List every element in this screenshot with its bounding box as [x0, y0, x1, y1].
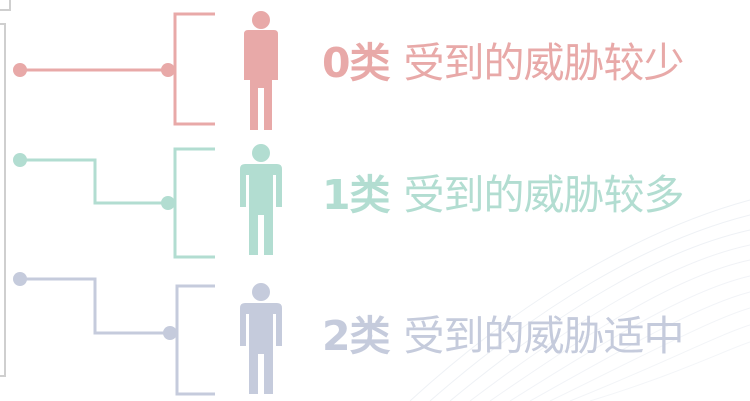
row-label-class-2: 2类受到的威胁适中 [322, 316, 685, 357]
person-icon [244, 11, 278, 130]
person-icon [240, 144, 282, 255]
connector-row-2 [13, 272, 215, 396]
row-label-class-0: 0类受到的威胁较少 [322, 43, 685, 84]
class-description: 受到的威胁较多 [403, 171, 685, 219]
class-description: 受到的威胁较少 [403, 39, 685, 87]
outer-frame-left-bracket [0, 23, 6, 377]
class-description: 受到的威胁适中 [403, 312, 685, 360]
person-icon [240, 283, 282, 394]
outer-frame-bracket [0, 0, 11, 11]
class-label: 1类 [322, 171, 391, 219]
connector-row-1 [13, 147, 215, 259]
connector-row-0 [13, 12, 215, 126]
class-label: 2类 [322, 312, 391, 360]
row-label-class-1: 1类受到的威胁较多 [322, 175, 685, 216]
class-label: 0类 [322, 39, 391, 87]
